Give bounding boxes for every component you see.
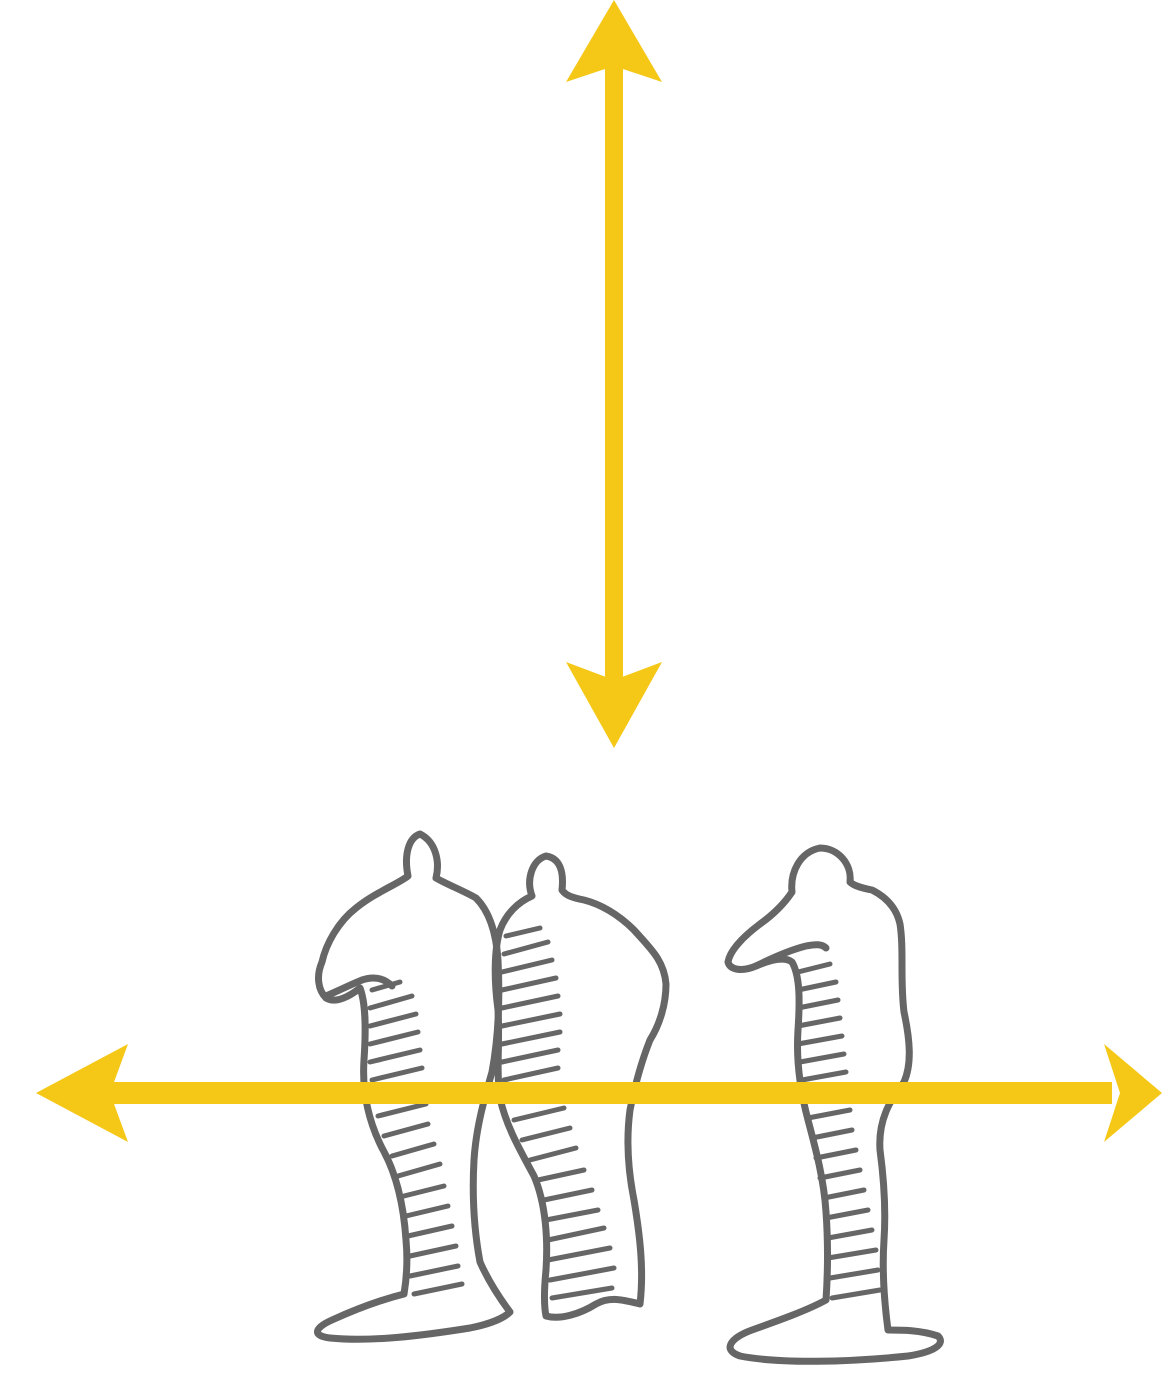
horizontal-double-arrow — [36, 1044, 1162, 1142]
horizontal-arrow-head-right — [1104, 1044, 1162, 1142]
person-left-hatching — [370, 982, 462, 1294]
person-right-outline — [728, 848, 940, 1361]
person-middle-hatching — [502, 928, 614, 1298]
horizontal-arrow-shaft — [100, 1082, 1112, 1104]
vertical-arrow-shaft — [605, 60, 623, 700]
person-right-sketch-icon — [728, 848, 940, 1361]
vertical-double-arrow — [566, 0, 662, 748]
